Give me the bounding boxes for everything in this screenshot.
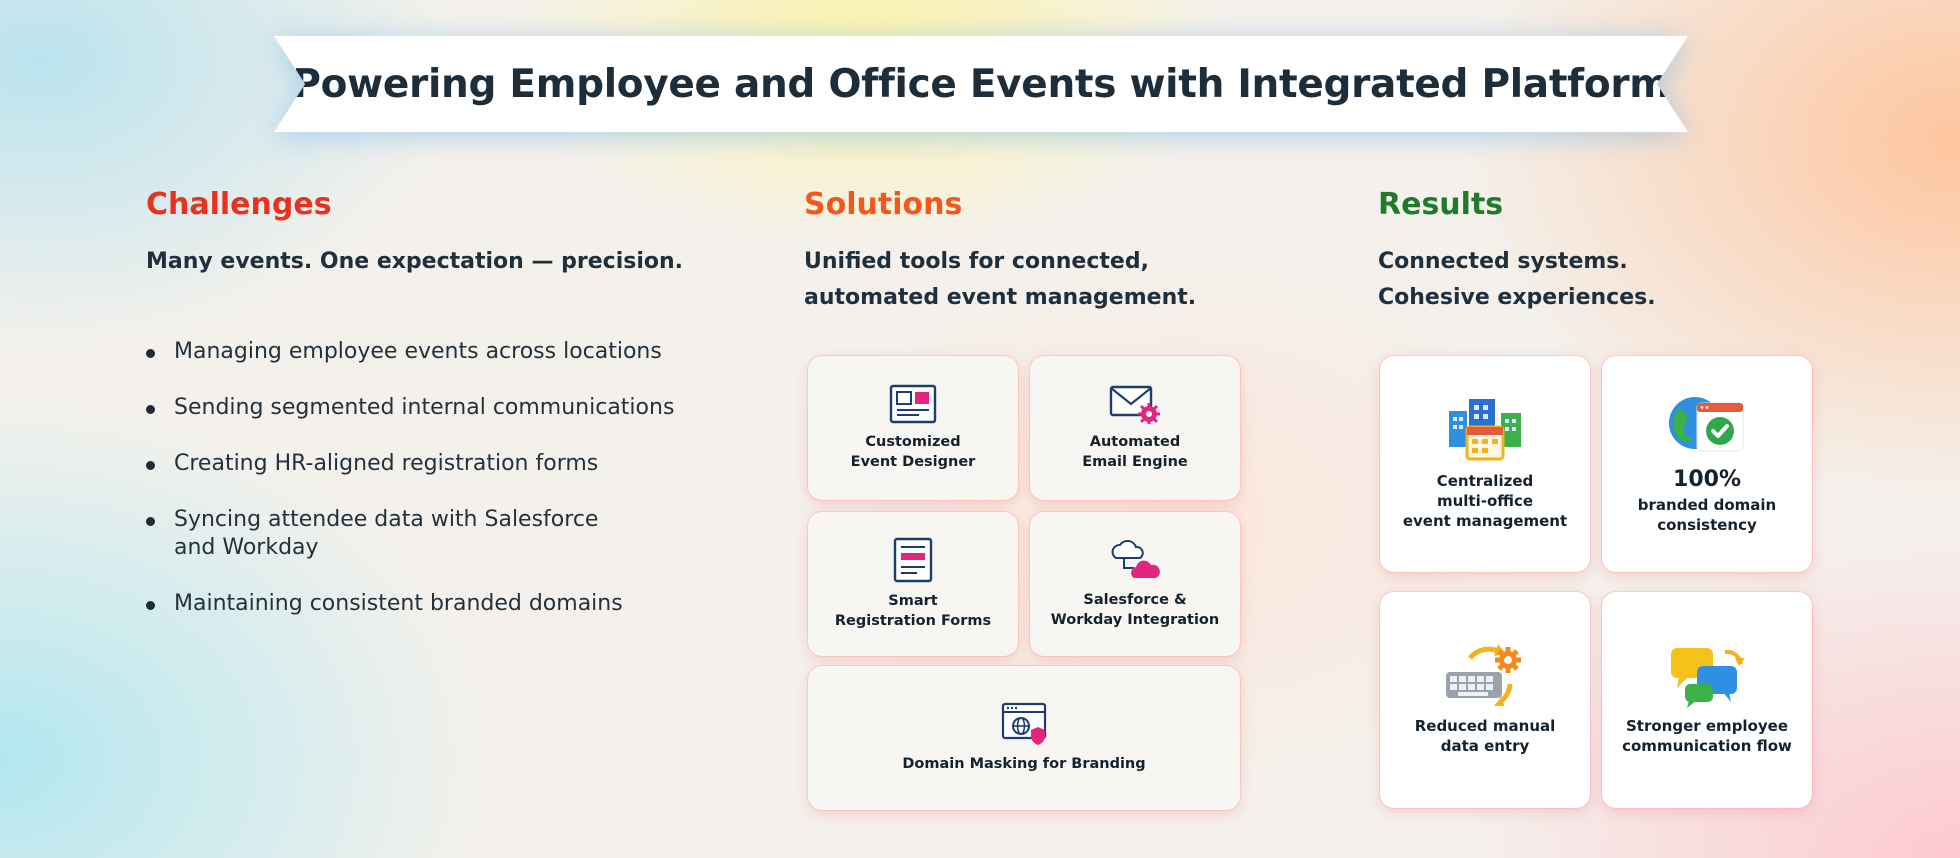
solution-card-registration-forms: Smart Registration Forms bbox=[808, 512, 1018, 656]
event-designer-icon bbox=[889, 384, 937, 424]
solutions-heading: Solutions bbox=[804, 187, 963, 222]
solution-card-label: Salesforce & Workday Integration bbox=[1050, 592, 1220, 628]
list-item: Syncing attendee data with Salesforce an… bbox=[146, 506, 746, 562]
solution-card-label: Automated Email Engine bbox=[1082, 434, 1188, 470]
list-item: Creating HR-aligned registration forms bbox=[146, 450, 746, 478]
domain-masking-icon bbox=[1001, 702, 1047, 746]
globe-check-icon bbox=[1667, 393, 1747, 459]
challenges-subtitle: Many events. One expectation — precision… bbox=[146, 249, 684, 274]
title-banner: Powering Employee and Office Events with… bbox=[274, 36, 1688, 132]
solution-card-integration: Salesforce & Workday Integration bbox=[1030, 512, 1240, 656]
email-engine-icon bbox=[1109, 384, 1161, 424]
list-item: Sending segmented internal communication… bbox=[146, 394, 746, 422]
title-ribbon: Powering Employee and Office Events with… bbox=[274, 36, 1688, 132]
chat-bubbles-icon bbox=[1667, 644, 1747, 708]
result-card-reduced-entry: Reduced manual data entry bbox=[1380, 592, 1590, 808]
solution-card-label: Smart Registration Forms bbox=[834, 593, 992, 629]
solutions-column: Solutions Unified tools for connected, a… bbox=[804, 182, 1244, 316]
result-card-label: Stronger employee communication flow bbox=[1622, 717, 1792, 755]
solution-card-domain-masking: Domain Masking for Branding bbox=[808, 666, 1240, 810]
solution-card-event-designer: Customized Event Designer bbox=[808, 356, 1018, 500]
result-card-label: branded domain consistency bbox=[1637, 496, 1777, 534]
list-item: Managing employee events across location… bbox=[146, 338, 746, 366]
challenges-list: Managing employee events across location… bbox=[146, 338, 746, 618]
results-column: Results Connected systems. Cohesive expe… bbox=[1378, 182, 1818, 316]
result-card-branded-domain: 100% branded domain consistency bbox=[1602, 356, 1812, 572]
page-title: Powering Employee and Office Events with… bbox=[292, 61, 1670, 107]
solution-card-label: Domain Masking for Branding bbox=[902, 756, 1146, 772]
registration-form-icon bbox=[893, 537, 933, 583]
keyboard-automation-icon bbox=[1444, 644, 1526, 708]
result-card-label: Centralized multi-office event managemen… bbox=[1402, 472, 1568, 530]
challenges-heading: Challenges bbox=[146, 187, 332, 222]
result-stat: 100% bbox=[1673, 467, 1741, 492]
results-subtitle: Connected systems. Cohesive experiences. bbox=[1378, 249, 1656, 310]
results-heading: Results bbox=[1378, 187, 1504, 222]
solution-card-label: Customized Event Designer bbox=[850, 434, 976, 470]
office-buildings-icon bbox=[1445, 397, 1525, 463]
challenges-column: Challenges Many events. One expectation … bbox=[146, 182, 746, 646]
list-item: Maintaining consistent branded domains bbox=[146, 590, 746, 618]
solutions-subtitle: Unified tools for connected, automated e… bbox=[804, 249, 1197, 310]
result-card-label: Reduced manual data entry bbox=[1414, 717, 1556, 755]
cloud-integration-icon bbox=[1108, 538, 1162, 582]
result-card-centralized: Centralized multi-office event managemen… bbox=[1380, 356, 1590, 572]
result-card-communication: Stronger employee communication flow bbox=[1602, 592, 1812, 808]
solution-card-email-engine: Automated Email Engine bbox=[1030, 356, 1240, 500]
